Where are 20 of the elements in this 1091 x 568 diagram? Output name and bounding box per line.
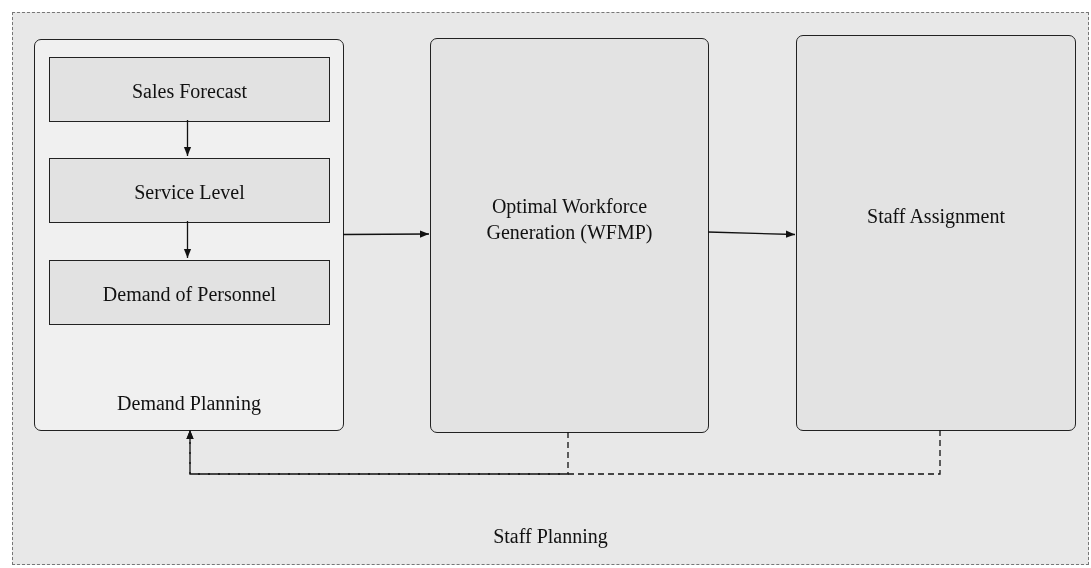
box-label: Optimal Workforce Generation (WFMP) — [485, 194, 654, 245]
group-box — [34, 39, 344, 431]
process-box — [49, 260, 330, 325]
box-label: Sales Forecast — [131, 78, 248, 104]
box-label: Service Level — [133, 179, 246, 205]
arrow — [183, 220, 192, 259]
box-label: Staff Assignment — [866, 204, 1006, 229]
process-box — [49, 158, 330, 223]
process-box — [796, 35, 1076, 431]
arrow — [342, 230, 430, 238]
arrow — [186, 429, 569, 475]
group-title: Demand Planning — [116, 391, 262, 416]
arrow — [183, 119, 192, 157]
planning-area — [12, 12, 1089, 565]
area-title: Staff Planning — [492, 524, 609, 549]
process-box — [430, 38, 709, 433]
box-label: Demand of Personnel — [101, 281, 278, 307]
arrow — [707, 230, 796, 238]
arrow — [186, 429, 941, 475]
process-box — [49, 57, 330, 122]
